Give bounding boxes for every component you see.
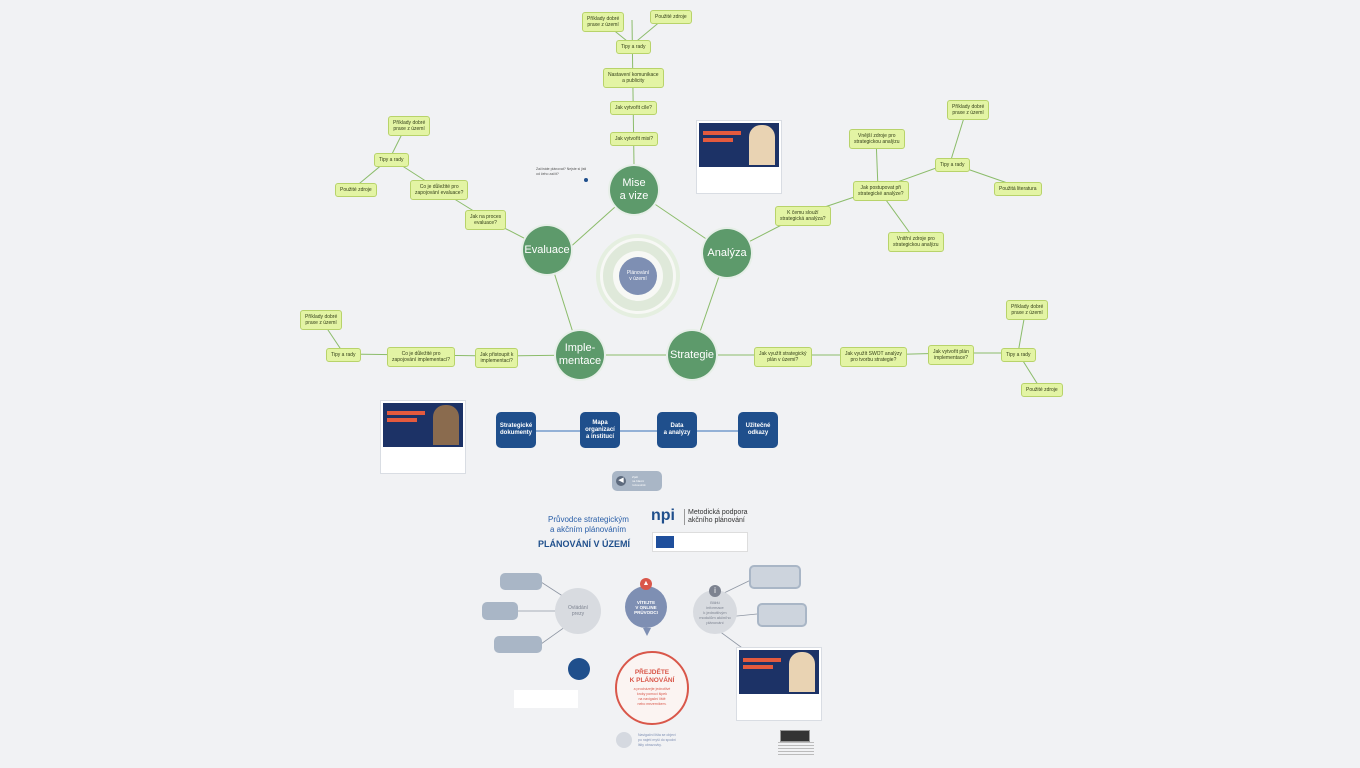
note-st-tipy[interactable]: Tipy a rady [1001,348,1036,362]
warning-icon: ▲ [640,578,652,590]
note-st-swot[interactable]: Jak využít SWOT analýzy pro tvorbu strat… [840,347,907,367]
video-caption [383,449,463,453]
note-st-vyuzit[interactable]: Jak využít strategický plán v území? [754,347,812,367]
prejdete-circle[interactable]: PŘEJDĚTE K PLÁNOVÁNÍ a procházejte jedno… [615,651,689,725]
intro-dot-icon [584,178,588,182]
hub-implementace[interactable]: Imple- mentace [556,331,604,379]
hub-analyza[interactable]: Analýza [703,229,751,277]
mouse-icon [616,732,632,748]
video-image [699,123,779,167]
note-im-dulezite[interactable]: Co je důležité pro zapojování implementa… [387,347,456,367]
note-mise-tipy[interactable]: Tipy a rady [616,40,651,54]
back-button[interactable]: ◀ Zpět na hlavní rozcestník [612,471,662,491]
video-thumbnail-top[interactable] [696,120,782,194]
note-mise-pouzite[interactable]: Použité zdroje [650,10,692,24]
license-text [778,742,814,756]
prejdete-title: PŘEJDĚTE K PLÁNOVÁNÍ [629,669,675,684]
nav-strategicke-dokumenty[interactable]: Strategické dokumenty [496,412,536,448]
note-ev-priklady[interactable]: Příklady dobré praxe z území [388,116,431,136]
control-card-3[interactable] [494,636,542,653]
nav-note-text: Navigační lišta se objeví po najetí myší… [638,733,677,747]
note-im-tipy[interactable]: Tipy a rady [326,348,361,362]
note-ev-tipy[interactable]: Tipy a rady [374,153,409,167]
note-ev-proces[interactable]: Jak na proces evaluace? [465,210,507,230]
video-caption [699,169,779,173]
cycle-arrows-icon [603,241,673,311]
note-ev-pouzite[interactable]: Použité zdroje [335,183,377,197]
npi-logo: npi [651,507,675,524]
info-icon: i [709,585,721,597]
cc-license-badge [780,730,810,742]
welcome-bubble[interactable]: VÍTEJTE V ONLINE PRŮVODCI [625,586,667,628]
note-im-pristoupit[interactable]: Jak přistoupit k implementaci? [475,348,519,368]
nav-uzitecne-odkazy[interactable]: Užitečné odkazy [738,412,778,448]
hub-strategie[interactable]: Strategie [668,331,716,379]
intro-small-text: Začínáte plánovat? Nejste si jisti od če… [536,167,587,176]
nav-data-a-analyzy[interactable]: Data a analýzy [657,412,697,448]
note-st-plan[interactable]: Jak vytvořit plán implementace? [928,345,974,365]
note-mise-misi[interactable]: Jak vytvořit misi? [610,132,659,146]
ovladani-bubble[interactable]: Ovládání prezy [555,588,601,634]
note-st-pouzite[interactable]: Použité zdroje [1021,383,1063,397]
guide-subtitle: Průvodce strategickým a akčním plánování… [548,515,629,534]
video-thumbnail-bottom[interactable] [736,647,822,721]
note-mise-cile[interactable]: Jak vytvořit cíle? [610,101,657,115]
bliz-info-bubble[interactable]: Bližší informace k jednotlivým modulům a… [693,590,737,634]
note-an-vnitrni[interactable]: Vnitřní zdroje pro strategickou analýzu [888,232,944,252]
note-an-literatura[interactable]: Použitá literatura [994,182,1042,196]
note-an-postupovat[interactable]: Jak postupovat při strategické analýze? [853,181,909,201]
video-thumbnail-left[interactable] [380,400,466,474]
note-an-tipy[interactable]: Tipy a rady [935,158,970,172]
note-mise-komunikace[interactable]: Nastavení komunikace a publicity [603,68,664,88]
nav-mapa-organizaci[interactable]: Mapa organizací a institucí [580,412,620,448]
eu-funding-logo [652,532,748,552]
video-image [739,650,819,694]
npi-logo-text: Metodická podpora akčního plánování [684,509,748,525]
center-label: Plánování v území [619,257,657,295]
info-card-2[interactable] [757,603,807,627]
video-caption [739,696,819,700]
note-an-priklady[interactable]: Příklady dobré praxe z území [947,100,990,120]
note-im-priklady[interactable]: Příklady dobré praxe z území [300,310,343,330]
video-image [383,403,463,447]
control-card-2[interactable] [482,602,518,620]
help-circle[interactable] [568,658,590,680]
control-card-1[interactable] [500,573,542,590]
note-ev-dilcich[interactable]: Co je důležité pro zapojování evaluace? [410,180,469,200]
help-text [514,690,578,708]
prejdete-text: a procházejte jednotlivé kroky pomocí ši… [633,687,671,706]
note-an-zacit[interactable]: K čemu slouží strategická analýza? [775,206,831,226]
arrow-left-icon: ◀ [616,476,626,486]
eu-flag-icon [656,536,674,548]
down-arrow-icon [643,628,651,636]
guide-title: PLÁNOVÁNÍ V ÚZEMÍ [538,539,631,549]
center-cycle-graphic[interactable]: Plánování v území [600,238,676,314]
note-an-vnejsi[interactable]: Vnější zdroje pro strategickou analýzu [849,129,905,149]
note-mise-priklady[interactable]: Příklady dobré praxe z území [582,12,625,32]
note-st-priklady[interactable]: Příklady dobré praxe z území [1006,300,1049,320]
info-card-1[interactable] [749,565,801,589]
hub-evaluace[interactable]: Evaluace [523,226,571,274]
hub-mise-a-vize[interactable]: Mise a vize [610,166,658,214]
